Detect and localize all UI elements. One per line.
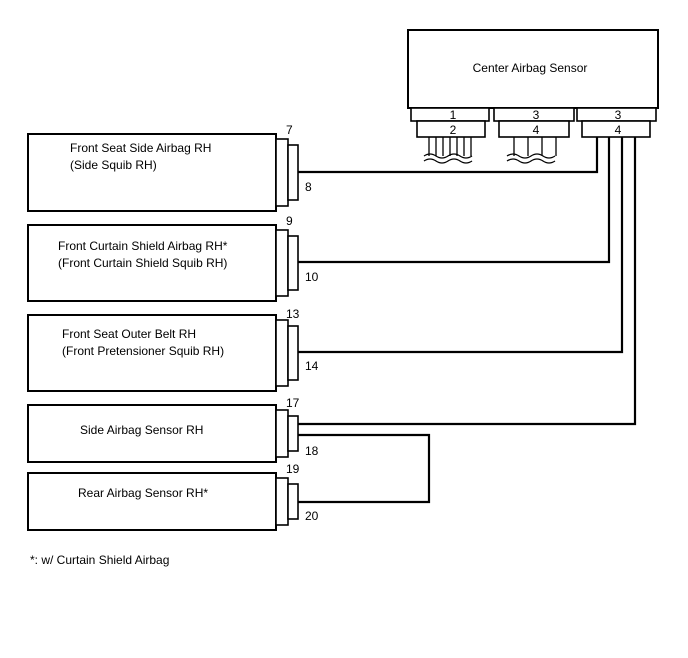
- component-box: [27, 314, 277, 392]
- pin-label: 13: [286, 307, 300, 321]
- pin-label: 8: [305, 180, 312, 194]
- connector-b-pin-bottom: 4: [533, 123, 540, 137]
- connector-b-wire-stubs: [506, 137, 557, 164]
- wire-curtain-squib: [298, 137, 611, 264]
- connector-a-pin-bottom: 2: [450, 123, 457, 137]
- pin-label: 20: [305, 509, 319, 523]
- wiring: [298, 137, 637, 504]
- component-front-curtain-shield-airbag: Front Curtain Shield Airbag RH* (Front C…: [27, 214, 319, 302]
- component-subtitle: (Front Pretensioner Squib RH): [62, 344, 224, 358]
- component-side-airbag-sensor: Side Airbag Sensor RH 17 18: [27, 396, 319, 463]
- connector-a-wire-stubs: [423, 137, 473, 164]
- center-connector-a: 1 2: [410, 107, 490, 164]
- connector-a-pin-top: 1: [450, 108, 457, 122]
- component-title: Side Airbag Sensor RH: [80, 423, 203, 437]
- center-connector-b: 3 4: [493, 107, 575, 164]
- component-box: [27, 224, 277, 302]
- wire-sensor-link: [298, 433, 431, 504]
- component-rear-airbag-sensor: Rear Airbag Sensor RH* 19 20: [27, 462, 319, 531]
- connector-b-pin-top: 3: [533, 108, 540, 122]
- component-box: [27, 133, 277, 212]
- pin-label: 18: [305, 444, 319, 458]
- connector-b-bottom: [498, 120, 570, 138]
- component-title: Front Seat Side Airbag RH: [70, 141, 211, 155]
- component-box: [27, 404, 277, 463]
- component-front-seat-side-airbag: Front Seat Side Airbag RH (Side Squib RH…: [27, 123, 312, 212]
- component-subtitle: (Side Squib RH): [70, 158, 157, 172]
- wire-side-airbag-sensor: [298, 137, 637, 426]
- footnote: *: w/ Curtain Shield Airbag: [30, 553, 169, 567]
- pin-label: 10: [305, 270, 319, 284]
- component-box: [27, 472, 277, 531]
- center-airbag-sensor-label: Center Airbag Sensor: [473, 61, 588, 75]
- component-title: Front Curtain Shield Airbag RH*: [58, 239, 228, 253]
- connector-c-bottom: [581, 120, 651, 138]
- pin-label: 7: [286, 123, 293, 137]
- pin-label: 14: [305, 359, 319, 373]
- center-airbag-sensor: Center Airbag Sensor 1 2 3: [407, 29, 659, 164]
- component-front-seat-outer-belt: Front Seat Outer Belt RH (Front Pretensi…: [27, 307, 319, 392]
- center-airbag-sensor-box: [407, 29, 659, 109]
- center-connector-c: 3 4: [576, 107, 657, 138]
- connector-c-pin-top: 3: [615, 108, 622, 122]
- component-title: Rear Airbag Sensor RH*: [78, 486, 208, 500]
- wire-side-squib: [298, 137, 599, 174]
- connector-a-bottom: [416, 120, 486, 138]
- pin-label: 9: [286, 214, 293, 228]
- component-title: Front Seat Outer Belt RH: [62, 327, 196, 341]
- component-subtitle: (Front Curtain Shield Squib RH): [58, 256, 227, 270]
- pin-label: 17: [286, 396, 300, 410]
- connector-c-pin-bottom: 4: [615, 123, 622, 137]
- wire-pretensioner-squib: [298, 137, 624, 354]
- pin-label: 19: [286, 462, 300, 476]
